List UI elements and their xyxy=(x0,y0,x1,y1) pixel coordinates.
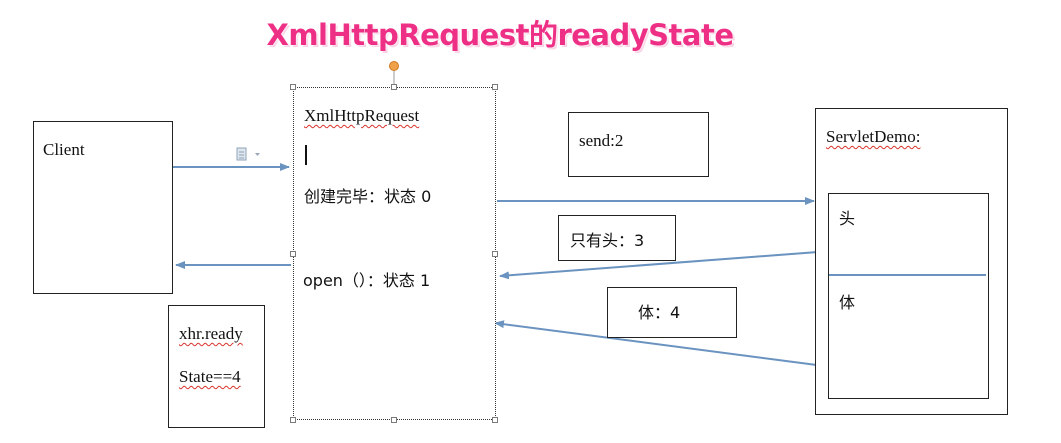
header-note-box[interactable]: 只有头：3 xyxy=(558,215,676,261)
rotate-handle xyxy=(389,61,399,71)
client-box[interactable]: Client xyxy=(33,121,173,294)
ready-note-line1: xhr.ready xyxy=(179,324,243,343)
send-note-box[interactable]: send:2 xyxy=(568,112,709,177)
xhr-label: XmlHttpRequest xyxy=(304,106,420,125)
resize-handle-tr[interactable] xyxy=(492,84,498,90)
resize-handle-br[interactable] xyxy=(492,417,498,423)
arrow-header-to-xhr xyxy=(499,251,819,280)
send-note-label: send:2 xyxy=(579,131,624,150)
resize-handle-ml[interactable] xyxy=(290,251,296,257)
header-note-label: 只有头：3 xyxy=(570,231,645,250)
resize-handle-mr[interactable] xyxy=(492,251,498,257)
diagram-title: XmlHttpRequest的readyState xyxy=(266,18,734,52)
xhr-state0-label: 创建完毕：状态 0 xyxy=(304,187,432,206)
paste-options-icon[interactable] xyxy=(236,147,262,161)
xhr-state1-label: open（）：状态 1 xyxy=(303,271,431,290)
text-cursor xyxy=(305,145,307,165)
body-note-label: 体：4 xyxy=(638,303,681,322)
response-divider xyxy=(829,274,986,276)
ready-note-line2: State==4 xyxy=(179,367,241,386)
xhr-box[interactable]: XmlHttpRequest 创建完毕：状态 0 open（）：状态 1 xyxy=(293,87,496,420)
client-label: Client xyxy=(43,140,85,159)
body-note-box[interactable]: 体：4 xyxy=(607,287,737,338)
resize-handle-tm[interactable] xyxy=(391,84,397,90)
response-box[interactable]: 头 体 xyxy=(828,193,989,399)
resize-handle-tl[interactable] xyxy=(290,84,296,90)
resize-handle-bm[interactable] xyxy=(391,417,397,423)
response-body-label: 体 xyxy=(839,293,856,312)
resize-handle-bl[interactable] xyxy=(290,417,296,423)
ready-note-box[interactable]: xhr.ready State==4 xyxy=(168,305,265,428)
response-header-label: 头 xyxy=(839,209,856,228)
servlet-label: ServletDemo: xyxy=(826,127,921,146)
arrow-body-to-xhr xyxy=(494,320,833,368)
